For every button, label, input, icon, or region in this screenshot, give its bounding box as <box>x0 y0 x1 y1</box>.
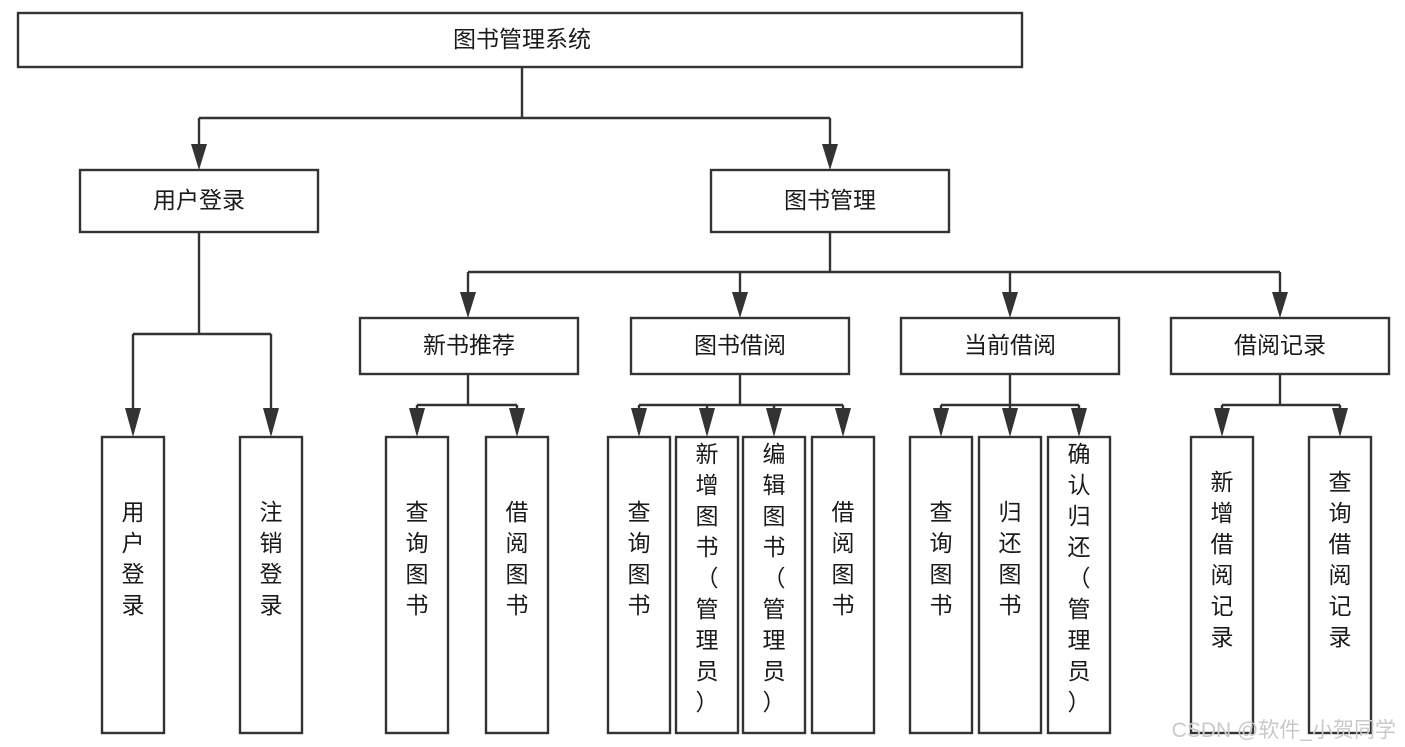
arrow-to-leaf-query-book-2 <box>631 408 647 437</box>
node-leaf-user-login[interactable]: 用户登录 <box>100 435 166 735</box>
leaf-query-book-3-label: 查询图书 <box>930 499 953 618</box>
leaf-return-book-label: 归还图书 <box>999 499 1022 618</box>
node-root[interactable]: 图书管理系统 <box>16 11 1024 69</box>
leaf-query-book-2-label: 查询图书 <box>628 499 651 618</box>
arrow-to-leaf-query-record <box>1332 408 1348 437</box>
leaf-query-book-2-box[interactable] <box>606 435 672 735</box>
connector-layer <box>125 67 1348 437</box>
node-leaf-add-record[interactable]: 新增借阅记录 <box>1189 435 1255 735</box>
node-current-borrow[interactable]: 当前借阅 <box>899 316 1121 376</box>
leaf-confirm-return-box[interactable] <box>1046 435 1112 735</box>
leaf-edit-book-label: 编辑图书（管理员） <box>763 441 786 715</box>
borrow-record-label: 借阅记录 <box>1234 332 1326 358</box>
arrow-to-leaf-query-book-1 <box>409 408 425 437</box>
node-leaf-query-book-2[interactable]: 查询图书 <box>606 435 672 735</box>
arrow-to-book-borrow <box>732 292 748 318</box>
leaf-borrow-book-2-label: 借阅图书 <box>832 499 855 618</box>
new-book-recommend-box[interactable] <box>358 316 580 376</box>
new-book-recommend-label: 新书推荐 <box>423 332 515 358</box>
current-borrow-label: 当前借阅 <box>964 332 1056 358</box>
user-login-box[interactable] <box>78 168 320 234</box>
node-leaf-query-record[interactable]: 查询借阅记录 <box>1307 435 1373 735</box>
arrow-to-leaf-user-logout <box>263 408 279 437</box>
arrow-to-leaf-edit-book <box>766 408 782 437</box>
leaf-query-record-box[interactable] <box>1307 435 1373 735</box>
leaf-query-book-3-box[interactable] <box>908 435 974 735</box>
node-leaf-user-logout[interactable]: 注销登录 <box>238 435 304 735</box>
leaf-user-logout-box[interactable] <box>238 435 304 735</box>
user-login-label: 用户登录 <box>153 187 245 213</box>
leaf-query-record-label: 查询借阅记录 <box>1329 469 1352 650</box>
csdn-watermark: CSDN @软件_小贺同学 <box>1172 719 1396 742</box>
leaf-add-record-label: 新增借阅记录 <box>1211 469 1234 650</box>
leaf-edit-book-box[interactable] <box>741 435 807 735</box>
book-management-label: 图书管理 <box>784 187 876 213</box>
leaf-confirm-return-label: 确认归还（管理员） <box>1068 441 1091 715</box>
leaf-add-book-label: 新增图书（管理员） <box>696 441 719 715</box>
node-book-management[interactable]: 图书管理 <box>709 168 951 234</box>
root-label: 图书管理系统 <box>453 26 591 52</box>
leaf-add-record-box[interactable] <box>1189 435 1255 735</box>
arrow-to-leaf-borrow-book-1 <box>509 408 525 437</box>
leaf-return-book-box[interactable] <box>977 435 1043 735</box>
leaf-user-logout-label: 注销登录 <box>260 499 283 618</box>
node-leaf-return-book[interactable]: 归还图书 <box>977 435 1043 735</box>
book-borrow-label: 图书借阅 <box>694 332 786 358</box>
arrow-to-leaf-add-record <box>1214 408 1230 437</box>
node-borrow-record[interactable]: 借阅记录 <box>1169 316 1391 376</box>
root-box[interactable] <box>16 11 1024 69</box>
node-user-login[interactable]: 用户登录 <box>78 168 320 234</box>
arrow-to-leaf-user-login <box>125 408 141 437</box>
node-leaf-query-book-1[interactable]: 查询图书 <box>384 435 450 735</box>
node-leaf-add-book[interactable]: 新增图书（管理员） <box>674 435 740 735</box>
node-leaf-confirm-return[interactable]: 确认归还（管理员） <box>1046 435 1112 735</box>
node-leaf-borrow-book-2[interactable]: 借阅图书 <box>810 435 876 735</box>
arrow-to-user-login <box>191 144 207 170</box>
leaf-borrow-book-1-box[interactable] <box>484 435 550 735</box>
current-borrow-box[interactable] <box>899 316 1121 376</box>
arrow-to-current-borrow <box>1002 292 1018 318</box>
arrow-to-leaf-return-book <box>1002 408 1018 437</box>
leaf-query-book-1-label: 查询图书 <box>406 499 429 618</box>
arrow-to-leaf-confirm-return <box>1071 408 1087 437</box>
leaf-user-login-label: 用户登录 <box>122 499 145 618</box>
leaf-borrow-book-1-label: 借阅图书 <box>506 499 529 618</box>
leaf-user-login-box[interactable] <box>100 435 166 735</box>
node-new-book-recommend[interactable]: 新书推荐 <box>358 316 580 376</box>
arrow-to-leaf-borrow-book-2 <box>835 408 851 437</box>
leaf-borrow-book-2-box[interactable] <box>810 435 876 735</box>
arrow-to-leaf-query-book-3 <box>933 408 949 437</box>
leaf-query-book-1-box[interactable] <box>384 435 450 735</box>
node-leaf-borrow-book-1[interactable]: 借阅图书 <box>484 435 550 735</box>
node-leaf-query-book-3[interactable]: 查询图书 <box>908 435 974 735</box>
leaf-add-book-box[interactable] <box>674 435 740 735</box>
arrow-to-borrow-record <box>1272 292 1288 318</box>
leaf-node-group: 用户登录 注销登录 查询图书 借阅图书 查询图书 新增图书（管理员） <box>100 435 1373 735</box>
arrow-to-leaf-add-book <box>699 408 715 437</box>
book-management-box[interactable] <box>709 168 951 234</box>
book-borrow-box[interactable] <box>629 316 851 376</box>
arrow-to-new-book-recommend <box>460 292 476 318</box>
arrow-to-book-management <box>822 144 838 170</box>
node-book-borrow[interactable]: 图书借阅 <box>629 316 851 376</box>
borrow-record-box[interactable] <box>1169 316 1391 376</box>
node-leaf-edit-book[interactable]: 编辑图书（管理员） <box>741 435 807 735</box>
